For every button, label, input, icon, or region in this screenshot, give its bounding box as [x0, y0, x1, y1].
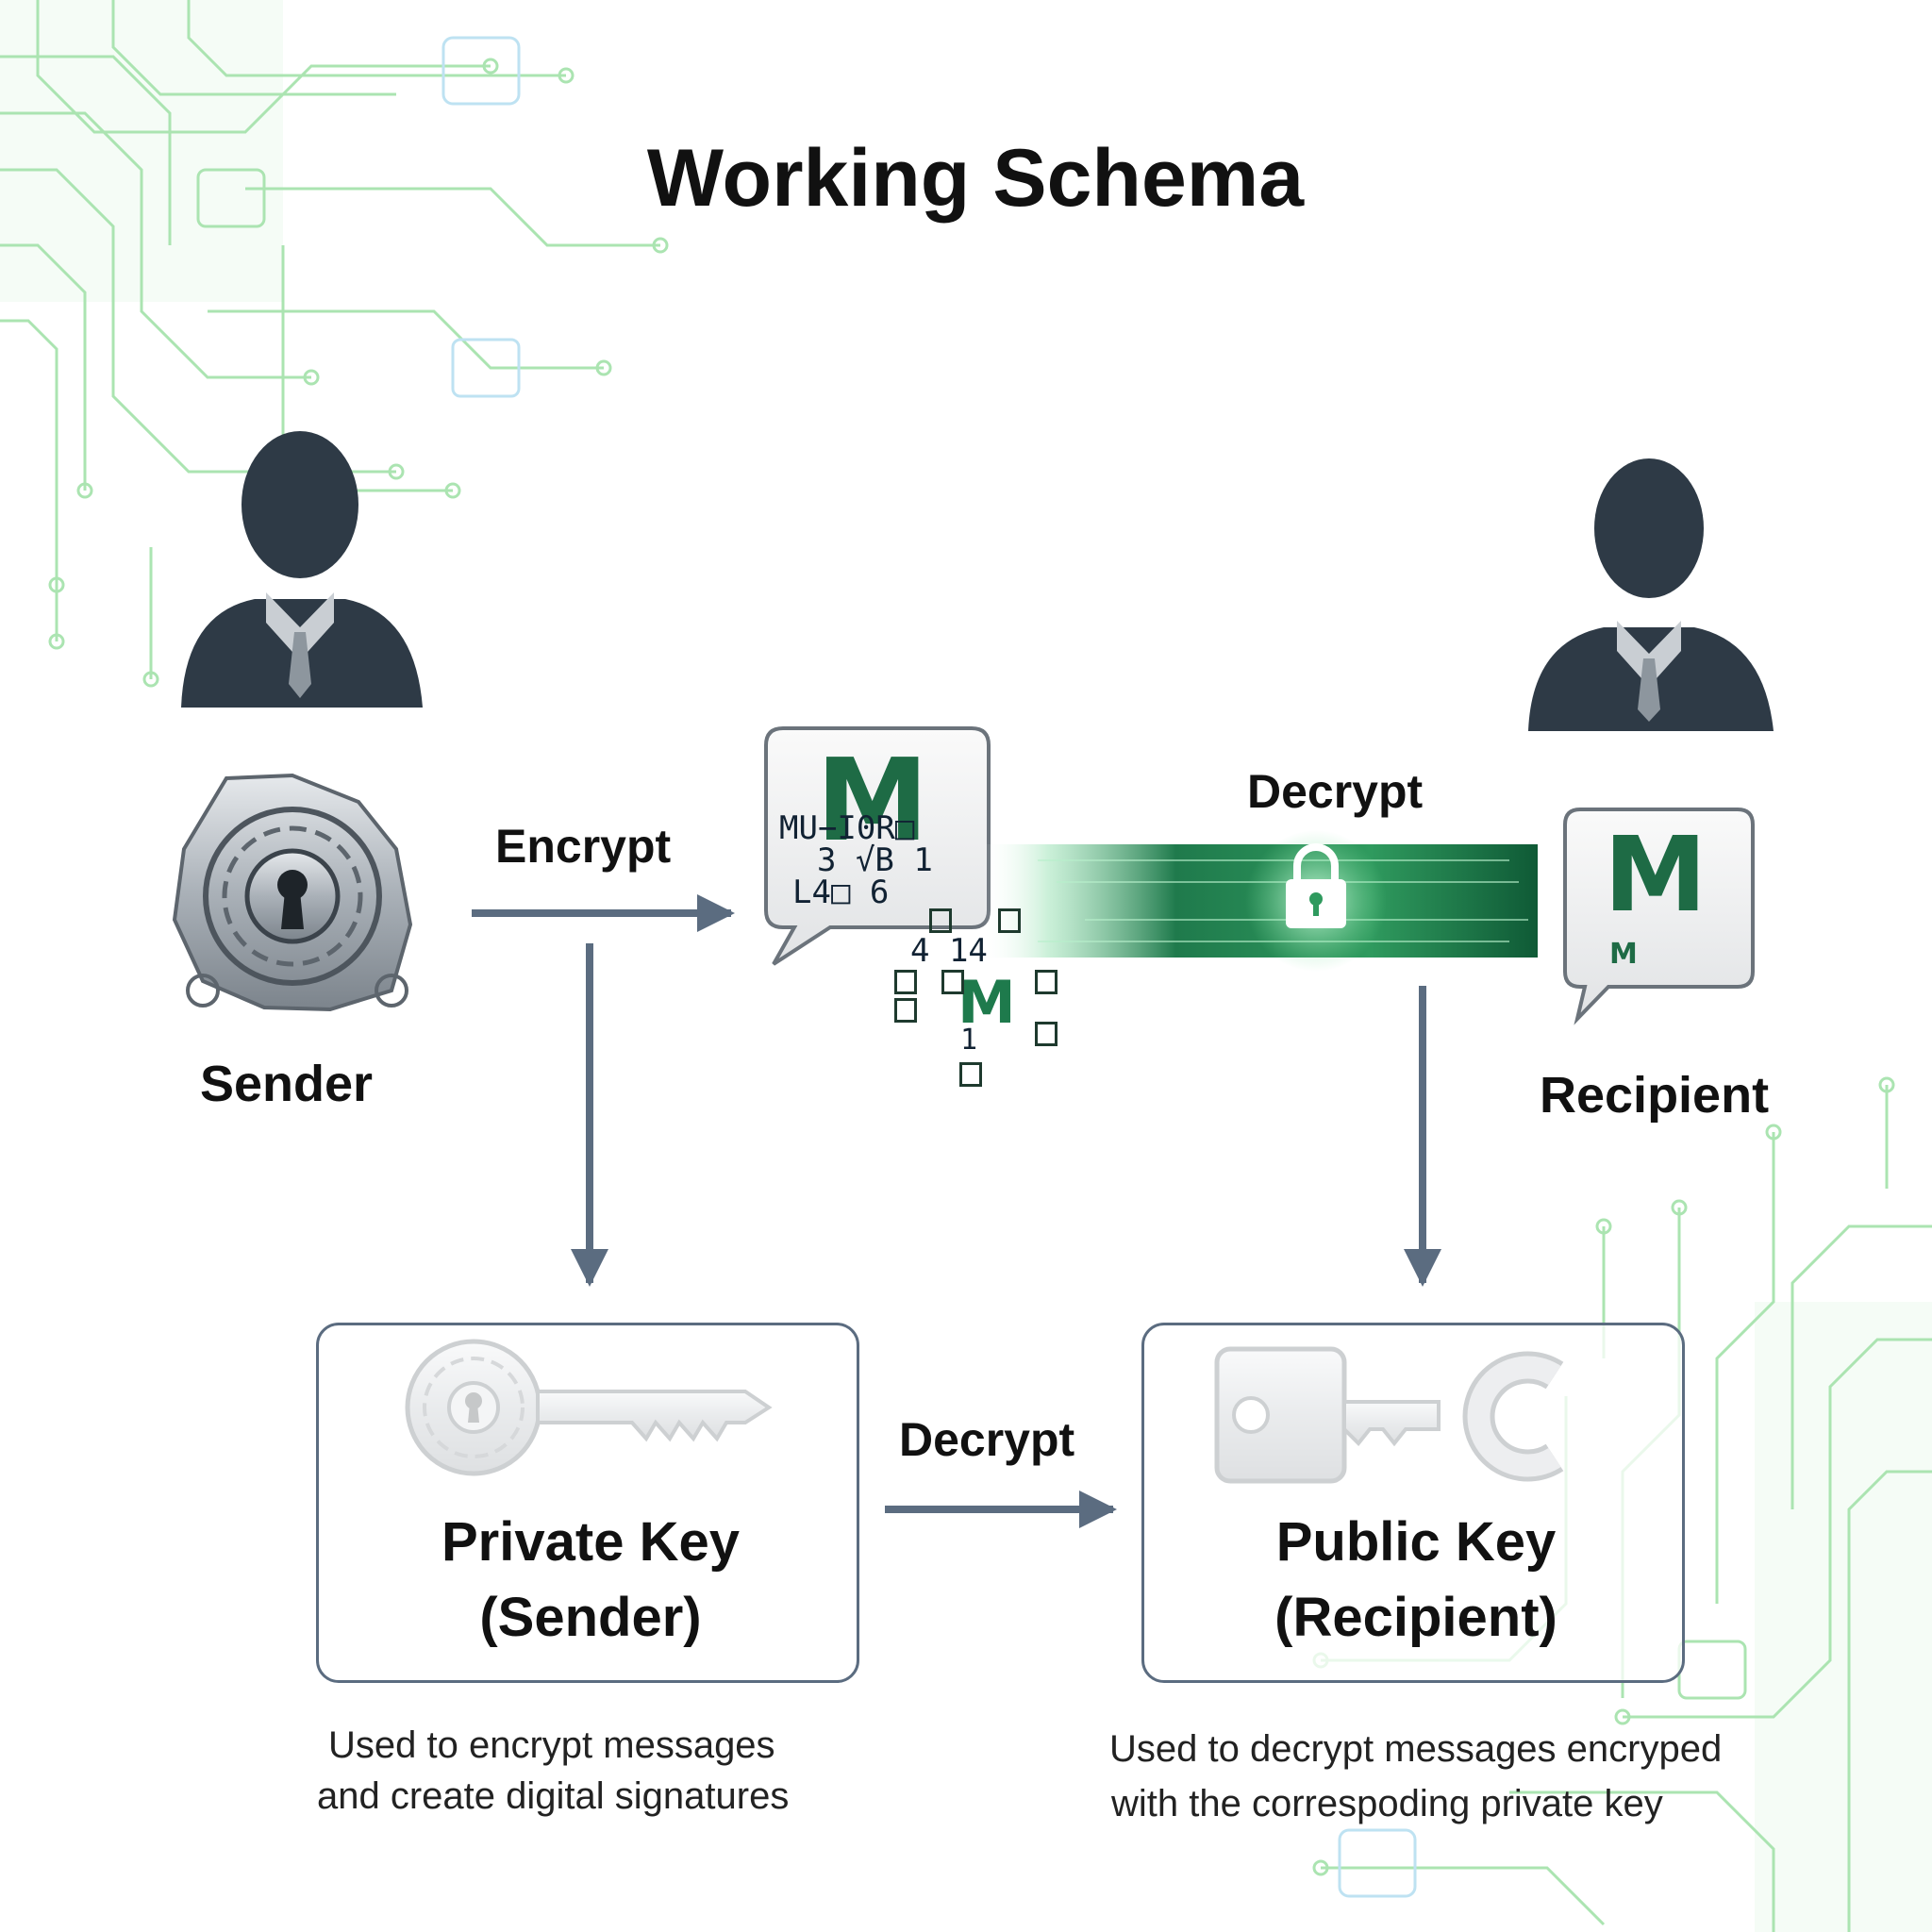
cipher-big-m: M	[816, 736, 929, 867]
recipient-small-m: M	[1609, 938, 1638, 971]
cipher-glyph-square	[894, 970, 917, 994]
cipher-glyph-square	[1035, 970, 1058, 994]
cipher-glyph-square	[894, 998, 917, 1023]
cipher-glyph-square	[941, 970, 964, 994]
cipher-glyph-square	[1035, 1022, 1058, 1046]
encrypt-label: Encrypt	[495, 820, 672, 873]
cipher-row-1: MU−I0R□	[779, 809, 915, 847]
decrypt-bottom-label: Decrypt	[899, 1413, 1075, 1466]
public-key-description-line-2: with the correspoding private key	[1111, 1783, 1663, 1824]
public-key-description-line-1: Used to decrypt messages encryped	[1109, 1728, 1723, 1770]
sender-person-icon	[181, 431, 423, 708]
decrypt-top-label: Decrypt	[1247, 765, 1424, 818]
cipher-row-3: L4□ 6	[792, 874, 890, 911]
encrypted-message-bubble	[764, 726, 991, 966]
public-key-box: Public Key (Recipient)	[1141, 1323, 1685, 1683]
public-key-subtitle: (Recipient)	[1274, 1587, 1557, 1648]
cipher-scatter-one: 1	[960, 1024, 978, 1057]
sender-label: Sender	[200, 1056, 374, 1112]
padlock-icon	[1286, 843, 1346, 928]
cipher-glyph-square	[959, 1062, 982, 1087]
recipient-person-icon	[1528, 458, 1774, 731]
cipher-glyph-square	[929, 908, 952, 933]
recipient-label: Recipient	[1540, 1067, 1770, 1124]
data-stream	[981, 830, 1538, 972]
private-key-subtitle: (Sender)	[479, 1587, 702, 1648]
cipher-row-2: 3 √B 1	[817, 841, 933, 879]
private-key-description-line-1: Used to encrypt messages	[328, 1724, 775, 1766]
private-key-box: Private Key (Sender)	[316, 1323, 859, 1683]
keyhole-gear-lock-icon	[172, 773, 413, 1012]
public-key-title: Public Key	[1275, 1511, 1557, 1573]
page-title: Working Schema	[646, 133, 1305, 224]
decrypted-message-bubble	[1563, 808, 1755, 1025]
cipher-scatter-numbers: 4 14	[910, 932, 988, 970]
private-key-description-line-2: and create digital signatures	[317, 1775, 790, 1817]
cipher-glyph-square	[998, 908, 1021, 933]
circuit-decoration-top-left	[0, 0, 669, 688]
recipient-big-m: M	[1604, 814, 1707, 935]
private-key-title: Private Key	[441, 1511, 740, 1573]
cipher-scatter-m: M	[958, 968, 1016, 1037]
